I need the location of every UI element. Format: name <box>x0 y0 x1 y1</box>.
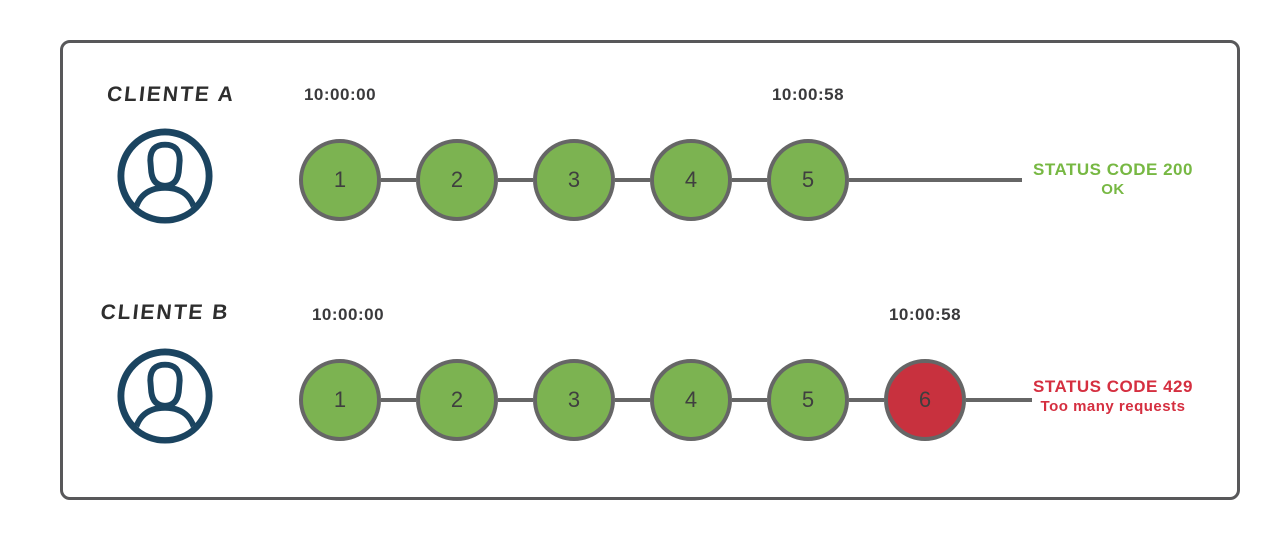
request-node: 1 <box>299 359 381 441</box>
status-message-label: OK <box>1101 181 1125 198</box>
request-node: 5 <box>767 139 849 221</box>
request-number: 4 <box>684 387 698 412</box>
connector-line <box>615 178 650 182</box>
request-number: 6 <box>918 387 932 412</box>
request-node: 1 <box>299 139 381 221</box>
timestamp-start-a: 10:00:00 <box>303 85 377 104</box>
status-text-a: STATUS CODE 200 OK <box>1013 159 1213 199</box>
connector-line <box>732 398 767 402</box>
request-number: 2 <box>450 167 464 192</box>
connector-line <box>381 178 416 182</box>
user-avatar-icon <box>117 348 213 444</box>
timestamp-end-a: 10:00:58 <box>771 85 845 104</box>
request-node: 3 <box>533 359 615 441</box>
request-timeline-a: 1 2 3 4 5 <box>299 139 849 221</box>
connector-line <box>498 178 533 182</box>
timeline-trail-line <box>849 178 1022 182</box>
request-node: 5 <box>767 359 849 441</box>
status-text-b: STATUS CODE 429 Too many requests <box>1013 376 1213 416</box>
timeline-trail-line <box>966 398 1032 402</box>
request-timeline-b: 1 2 3 4 5 6 <box>299 359 966 441</box>
timestamp-start-b: 10:00:00 <box>311 305 385 324</box>
status-message-label: Too many requests <box>1040 398 1186 415</box>
request-node: 3 <box>533 139 615 221</box>
timestamp-end-b: 10:00:58 <box>888 305 962 324</box>
request-node-rate-limited: 6 <box>884 359 966 441</box>
request-number: 1 <box>333 167 347 192</box>
status-code-label: STATUS CODE 200 <box>1033 160 1193 179</box>
status-code-label: STATUS CODE 429 <box>1033 377 1193 396</box>
connector-line <box>849 398 884 402</box>
request-number: 5 <box>801 167 815 192</box>
request-number: 2 <box>450 387 464 412</box>
client-b-label: CLIENTE B <box>99 301 231 324</box>
user-avatar-icon <box>117 128 213 224</box>
client-a-label: CLIENTE A <box>105 83 237 106</box>
request-node: 2 <box>416 139 498 221</box>
connector-line <box>615 398 650 402</box>
diagram-frame <box>60 40 1240 500</box>
request-number: 3 <box>567 167 581 192</box>
request-number: 1 <box>333 387 347 412</box>
connector-line <box>381 398 416 402</box>
request-node: 2 <box>416 359 498 441</box>
request-node: 4 <box>650 139 732 221</box>
request-number: 3 <box>567 387 581 412</box>
connector-line <box>498 398 533 402</box>
request-node: 4 <box>650 359 732 441</box>
connector-line <box>732 178 767 182</box>
request-number: 4 <box>684 167 698 192</box>
request-number: 5 <box>801 387 815 412</box>
